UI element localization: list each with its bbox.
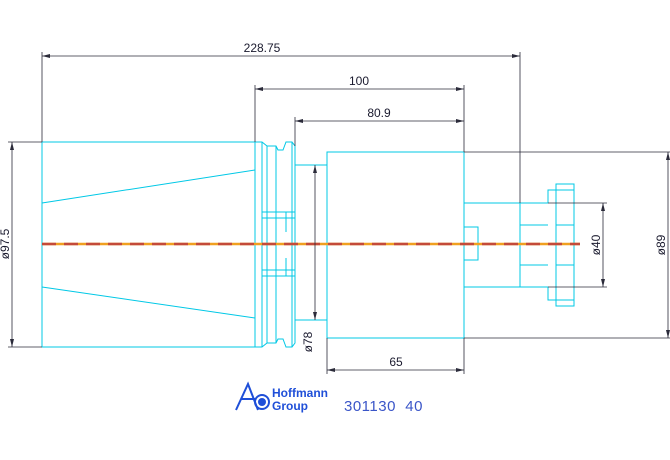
dim-dia-97-5: ø97.5 xyxy=(0,228,12,259)
dimension-lines xyxy=(8,52,670,374)
hoffmann-logo-icon xyxy=(235,381,270,411)
flange-notch-upper xyxy=(275,212,287,232)
part-code: 301130 40 xyxy=(344,398,423,415)
dim-length-65: 65 xyxy=(389,355,403,369)
taper-cone-lower xyxy=(41,286,256,319)
dim-length-80-9: 80.9 xyxy=(367,106,391,120)
flange-notch-lower xyxy=(275,258,287,276)
dim-dia-78: ø78 xyxy=(301,331,315,352)
logo-line-2: Group xyxy=(272,399,308,413)
dim-dia-40: ø40 xyxy=(589,234,603,255)
nut-teeth xyxy=(520,183,575,307)
dim-dia-89: ø89 xyxy=(654,234,668,255)
taper-cone-upper xyxy=(41,169,256,204)
body-neck xyxy=(295,164,327,321)
hoffmann-group-logo: Hoffmann Group xyxy=(235,381,328,413)
logo-line-1: Hoffmann xyxy=(272,386,328,400)
dim-overall-length: 228.75 xyxy=(244,41,281,55)
dimension-arrows xyxy=(10,54,670,372)
dim-length-100: 100 xyxy=(349,74,369,88)
